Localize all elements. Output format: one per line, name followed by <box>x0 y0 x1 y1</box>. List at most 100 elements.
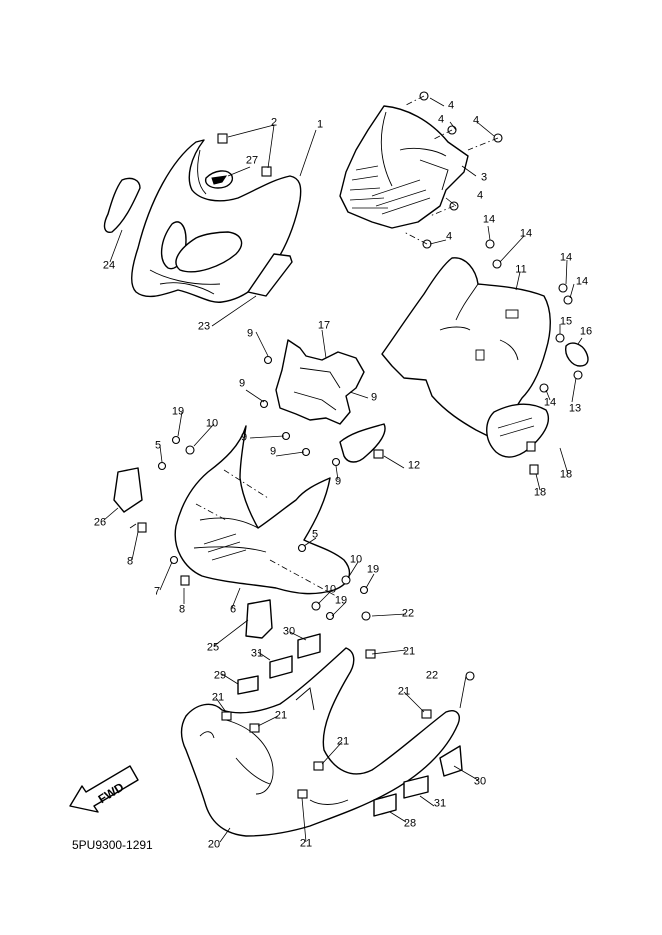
part-30-pad <box>297 633 321 659</box>
part-19-screw <box>325 611 335 621</box>
callout-28: 28 <box>403 817 417 830</box>
callout-30: 30 <box>282 625 296 638</box>
callout-21: 21 <box>299 837 313 850</box>
part-21-clip <box>249 723 260 733</box>
part-31-pad <box>269 655 293 679</box>
document-code: 5PU9300-1291 <box>72 838 153 852</box>
callout-19: 19 <box>366 563 380 576</box>
part-10-washer <box>185 445 195 455</box>
callout-9: 9 <box>370 391 378 404</box>
part-23-trim-piece <box>247 253 293 297</box>
part-13-screw <box>573 370 583 380</box>
callout-4: 4 <box>476 189 484 202</box>
callout-22: 22 <box>425 669 439 682</box>
part-22-screw <box>361 611 371 621</box>
callout-24: 24 <box>102 259 116 272</box>
callout-6: 6 <box>229 603 237 616</box>
part-21-clip <box>313 761 324 771</box>
part-20-lower-cover <box>180 647 460 837</box>
part-11-lower-bracket <box>486 403 550 458</box>
part-8-nut <box>137 522 147 533</box>
part-2-nut-clip <box>261 166 272 177</box>
part-2-nut-clip <box>217 133 228 144</box>
callout-8: 8 <box>178 603 186 616</box>
callout-18: 18 <box>533 486 547 499</box>
callout-21: 21 <box>274 709 288 722</box>
part-29-pad <box>237 675 259 695</box>
part-26-pad <box>113 467 143 513</box>
callout-14: 14 <box>519 227 533 240</box>
part-16-seal <box>565 342 589 367</box>
callout-12: 12 <box>407 459 421 472</box>
callout-11: 11 <box>515 263 527 276</box>
part-3-front-panel <box>339 105 469 229</box>
callout-15: 15 <box>559 315 573 328</box>
callout-21: 21 <box>397 685 411 698</box>
callout-9: 9 <box>246 327 254 340</box>
callout-1: 1 <box>316 118 324 131</box>
callout-13: 13 <box>568 402 582 415</box>
callout-21: 21 <box>211 691 225 704</box>
part-7-screw <box>169 555 179 565</box>
part-19-screw <box>359 585 369 595</box>
part-18-clip <box>526 441 536 452</box>
part-28-pad <box>373 793 397 817</box>
callout-10: 10 <box>349 553 363 566</box>
part-18-clip <box>529 464 539 475</box>
part-17-center-bracket <box>275 339 365 425</box>
callout-9: 9 <box>334 475 342 488</box>
part-22-screw <box>465 671 475 681</box>
callout-23: 23 <box>197 320 211 333</box>
part-19-screw <box>171 435 181 445</box>
callout-26: 26 <box>93 516 107 529</box>
callout-leader-lines <box>103 97 583 843</box>
callout-3: 3 <box>480 171 488 184</box>
callout-14: 14 <box>482 213 496 226</box>
part-21-clip <box>297 789 308 799</box>
part-30-pad <box>439 745 463 777</box>
callout-21: 21 <box>402 645 416 658</box>
callout-2: 2 <box>270 116 278 129</box>
part-9-bolts <box>259 355 341 467</box>
callout-9: 9 <box>238 377 246 390</box>
callout-19: 19 <box>171 405 185 418</box>
part-27-emblem <box>204 170 234 189</box>
callout-4: 4 <box>447 99 455 112</box>
callout-4: 4 <box>445 230 453 243</box>
callout-31: 31 <box>433 797 447 810</box>
callout-30: 30 <box>473 775 487 788</box>
callout-14: 14 <box>575 275 589 288</box>
callout-22: 22 <box>401 607 415 620</box>
part-6-leg-shield <box>174 425 351 597</box>
callout-16: 16 <box>579 325 593 338</box>
callout-9: 9 <box>240 431 248 444</box>
fwd-direction-arrow <box>69 765 139 813</box>
part-12-clip <box>373 449 384 459</box>
part-24-side-trim <box>103 177 141 233</box>
callout-10: 10 <box>323 583 337 596</box>
callout-31: 31 <box>250 647 264 660</box>
callout-17: 17 <box>317 319 331 332</box>
part-5-screw <box>157 461 167 471</box>
callout-21: 21 <box>336 735 350 748</box>
part-25-pad <box>245 599 273 639</box>
callout-5: 5 <box>154 439 162 452</box>
callout-29: 29 <box>213 669 227 682</box>
part-21-clip <box>221 711 232 721</box>
callout-18: 18 <box>559 468 573 481</box>
part-5-screw <box>297 543 307 553</box>
callout-27: 27 <box>245 154 259 167</box>
part-1-front-cover <box>131 139 302 303</box>
callout-14: 14 <box>559 251 573 264</box>
part-21-clip <box>421 709 432 719</box>
callout-4: 4 <box>472 114 480 127</box>
part-8-nut <box>180 575 190 586</box>
callout-10: 10 <box>205 417 219 430</box>
callout-25: 25 <box>206 641 220 654</box>
callout-8: 8 <box>126 555 134 568</box>
callout-7: 7 <box>153 585 161 598</box>
callout-9: 9 <box>269 445 277 458</box>
part-12-bracket <box>339 423 386 463</box>
